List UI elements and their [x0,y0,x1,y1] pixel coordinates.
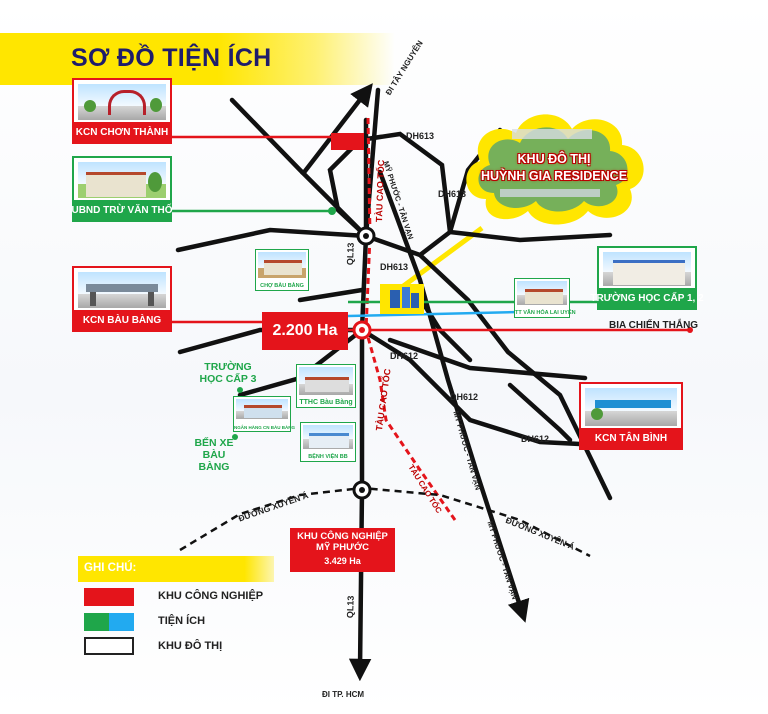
card-label: KCN TÂN BÌNH [581,428,681,448]
utility-blue-connector [347,310,521,318]
kcn-my-phuoc-area: 3.429 Ha [324,556,361,566]
mini-card-ttvh-lai-uyen: TT VĂN HÓA LAI UYÊN [514,278,576,318]
card-label: UBND TRỪ VĂN THỐ [71,200,173,220]
card-label: KCN BÀU BÀNG [74,310,170,330]
mini-card-caption: NGÂN HÀNG CN BÀU BÀNG [234,425,295,430]
road-west-2 [175,227,369,253]
label-ben-xe: BẾN XE BÀU BÀNG [194,437,234,473]
truong-hoc-photo [603,252,691,286]
legend-bar [78,556,274,582]
mini-card-cho-bau-bang: CHỢ BÀU BÀNG [255,249,309,291]
mini-card-tthc-bau-bang: TTHC Bàu Bàng [296,364,356,408]
legend-label-urban: KHU ĐÔ THỊ [158,640,223,652]
card-kcn-chon-thanh: KCN CHƠN THÀNH [72,78,172,144]
road-label: DH612 [521,434,550,444]
road-west-3 [297,287,365,303]
legend-swatch-urban [84,637,134,655]
intersections [352,226,376,500]
mini-card-ngan-hang: NGÂN HÀNG CN BÀU BÀNG [233,396,295,432]
kcn-chon-thanh-photo [78,84,166,120]
area-2200: 2.200 Ha [262,312,348,350]
landmark-label: BIA CHIẾN THẮNG [609,320,699,331]
road-east-2 [417,252,613,501]
cloud-shape [466,114,644,225]
road-label: DH613 [406,131,435,141]
road-lower-east [507,382,573,443]
ubnd-photo [78,162,166,198]
mini-card-caption: CHỢ BÀU BÀNG [260,283,304,289]
mini-card-caption: TT VĂN HÓA LAI UYÊN [515,310,576,316]
card-label: KCN CHƠN THÀNH [74,122,170,142]
legend-swatch-utility [84,613,134,631]
road-label: QL13 [345,595,356,619]
road-expressway [364,117,457,521]
label-truong-hoc-cap3: TRƯỜNG HỌC CẤP 3 [199,361,257,385]
main-roads [175,87,613,682]
card-ubnd-tru-van-tho: UBND TRỪ VĂN THỐ [71,156,173,222]
card-label: TRƯỜNG HỌC CẤP 1, 2 [590,288,704,308]
road-ql13 [348,117,372,682]
urban-area-cloud: KHU ĐÔ THỊ HUỲNH GIA RESIDENCE [456,103,652,231]
urban-area-title: KHU ĐÔ THỊ HUỲNH GIA RESIDENCE [456,151,652,185]
destination-south: ĐI TP. HCM [322,690,365,699]
project-marker [380,284,424,314]
card-kcn-tan-binh: KCN TÂN BÌNH [579,382,683,450]
kcn-bau-bang-photo [78,272,166,308]
road-label: DH613 [380,262,409,272]
mini-card-benh-vien: BỆNH VIỆN BB [300,422,356,462]
road-east-1 [447,229,613,243]
title-band [0,33,395,85]
urban-area-title-line2: HUỲNH GIA RESIDENCE [480,169,628,183]
legend-swatch-industrial [84,588,134,606]
road-label: QL13 [345,242,356,266]
page-title: SƠ ĐỒ TIỆN ÍCH [71,44,272,72]
card-truong-hoc-cap-12: TRƯỜNG HỌC CẤP 1, 2 [590,246,704,310]
card-kcn-bau-bang: KCN BÀU BÀNG [72,266,172,332]
road-east-3 [387,337,588,381]
road-label: DH612 [390,351,419,361]
industrial-area-north [331,133,364,150]
industrial-connectors [172,135,690,332]
legend-title: GHI CHÚ: [84,562,137,574]
road-tay-nguyen [363,87,381,239]
kcn-tan-binh-photo [585,388,677,426]
kcn-my-phuoc: KHU CÔNG NGHIỆP MỸ PHƯỚC 3.429 Ha [290,528,395,572]
mini-card-caption: BỆNH VIỆN BB [308,454,348,460]
road-label: DH613 [438,189,467,199]
road-dh613-loop [327,131,453,258]
kcn-my-phuoc-label: KHU CÔNG NGHIỆP MỸ PHƯỚC [297,531,388,553]
urban-area-title-line1: KHU ĐÔ THỊ [517,152,591,166]
legend-label-industrial: KHU CÔNG NGHIỆP [158,590,264,602]
mini-card-caption: TTHC Bàu Bàng [299,399,353,406]
legend-label-utility: TIỆN ÍCH [158,615,206,627]
road-dh612 [359,327,603,448]
road-label: DH612 [450,392,479,402]
